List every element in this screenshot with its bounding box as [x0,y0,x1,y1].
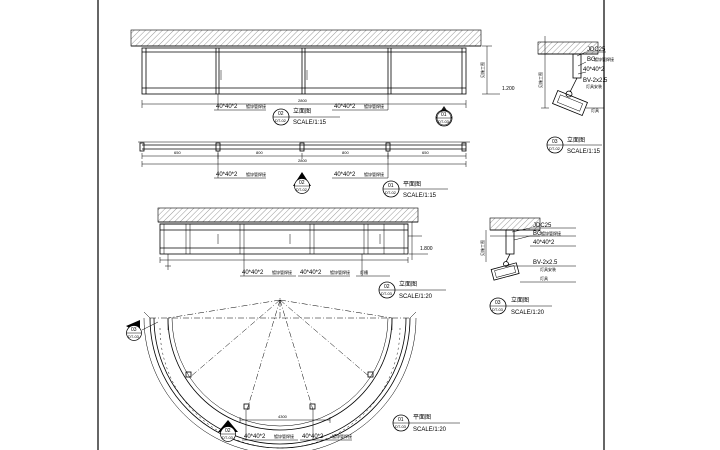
elev2-title: 立面图 [399,280,417,288]
semicircle-marker-bottom-ref: DT-03 [222,435,234,440]
plan-callout-left-suffix: 镀锌管焊接 [246,171,266,177]
semicircle-marker-bottom-num: 02 [225,428,231,434]
callout-left: 40*40*2 [216,104,238,110]
section-a-num: 01 [441,112,447,118]
section-marker-b: 02 DT-02 [293,172,311,194]
detail1-title: 立面图 [567,136,585,144]
detail2-lamp [490,262,520,281]
detail1-label-2: BG [587,57,596,63]
semicircle-plan-view: 4300 40*40*2 镀锌管焊接 40*40*2 镀锌管焊接 03 DT-0… [126,296,460,450]
elev2-callout-2-suffix: 镀锌管焊接 [330,269,350,275]
title-tag-num: 02 [278,111,284,117]
detail2-label-4: BV-2x2.5 [533,260,558,266]
elev2-callout-1: 40*40*2 [242,270,264,276]
title-tag-ref: DT-02 [275,118,287,123]
side-small-note: 见施工图 [479,62,485,78]
elev2-side-label: 灯槽 [360,269,368,275]
height-label: 1.200 [502,86,515,92]
semicircle-callout-1-suffix: 镀锌管焊接 [274,433,294,439]
view-title: 立面图 [293,107,311,115]
callout-left-suffix: 镀锌管焊接 [246,103,266,109]
detail1-tag-num: 03 [552,139,558,145]
detail1-label-3: 40*40*2 [583,67,605,73]
plan-dim-total: 2800 [298,158,308,163]
detail1-scale: SCALE/1:15 [567,149,601,155]
detail2-small-4: 灯具 [540,275,548,281]
detail1-lamp [552,89,588,117]
elev2-tag-ref: DT-03 [381,291,393,296]
plan1-title: 平面图 [403,181,421,188]
dimension-total: 2800 [298,98,308,103]
light-box-frame [141,47,467,95]
elev2-callout-1-suffix: 镀锌管焊接 [272,269,292,275]
ceiling-slab [130,29,482,47]
section-b-ref: DT-02 [296,187,308,192]
elev2-scale: SCALE/1:20 [399,294,433,300]
detail2-scale: SCALE/1:20 [511,310,545,316]
semicircle-callout-1: 40*40*2 [244,434,266,440]
plan-dim-2: 800 [256,150,263,155]
section-b-num: 02 [299,180,305,186]
detail2-label-2: BG [533,231,542,237]
detail2-small-3: 灯具安装 [540,266,556,272]
detail1-small-3: 灯具安装 [586,83,602,89]
detail1-label-1: JDC25 [587,47,606,53]
detail2-label-1: JDC25 [533,223,552,229]
semicircle-title: 平面图 [413,414,431,421]
arc-outer [149,317,411,449]
semicircle-marker-left-num: 03 [131,327,137,333]
callout-right-suffix: 镀锌管焊接 [364,103,384,109]
semicircle-marker-left-ref: DT-03 [128,334,140,339]
top-elevation-view: 2800 40*40*2 镀锌管焊接 40*40*2 镀锌管焊接 见施工图 1.… [130,29,515,126]
section-marker-a: 01 DT-03 [435,106,453,127]
plan-callout-right-suffix: 镀锌管焊接 [364,171,384,177]
semicircle-scale: SCALE/1:20 [413,427,447,433]
detail2-tag-num: 03 [495,300,501,306]
semicircle-callout-2-suffix: 镀锌管焊接 [332,433,352,439]
plan1-tag-num: 01 [388,183,394,189]
detail1-vertical-note: 见施工图 [537,72,543,88]
section-a-ref: DT-03 [438,119,450,124]
elev2-callout-2: 40*40*2 [300,270,322,276]
plan-dim-4: 650 [422,150,429,155]
plan1-tag-ref: DT-02 [385,190,397,195]
elev2-height: 1.800 [420,246,433,252]
semicircle-dim: 4300 [278,414,288,419]
callout-right: 40*40*2 [334,104,356,110]
plan-dim-1: 650 [174,150,181,155]
elevation2-frame [159,223,409,255]
plan-dim-3: 800 [342,150,349,155]
detail2-label-3: 40*40*2 [533,240,555,246]
detail1-small-4: 灯具 [591,107,599,113]
view-scale: SCALE/1:15 [293,120,327,126]
semicircle-tag-ref: DT-03 [395,424,407,429]
plan1-scale: SCALE/1:15 [403,193,437,199]
semicircle-tag-num: 01 [398,417,404,423]
plan-view-1: 650 800 800 650 2800 40*40*2 镀锌管焊接 40*40… [138,141,470,199]
detail-view-1: 见施工图 JDC25 BG 镀锌管焊接 40*40*2 BV-2x2.5 灯具安… [537,36,614,155]
detail1-tag-ref: DT-02 [549,146,561,151]
detail-view-2: 见施工图 JDC25 BG 镀锌管焊接 40*40*2 BV-2x2.5 灯具安… [479,217,576,316]
detail2-vertical-note: 见施工图 [479,240,485,256]
detail1-label-4: BV-2x2.5 [583,78,608,84]
plan-callout-left: 40*40*2 [216,172,238,178]
detail2-tag-ref: DT-03 [492,307,504,312]
detail2-title: 立面图 [511,296,529,304]
detail2-small-2: 镀锌管焊接 [541,230,561,236]
plan-callout-right: 40*40*2 [334,172,356,178]
elevation-view-2: 40*40*2 镀锌管焊接 40*40*2 镀锌管焊接 灯槽 1.800 02 … [157,207,446,300]
detail1-small-2: 镀锌管焊接 [594,56,614,62]
elev2-tag-num: 02 [384,284,390,290]
arc-inner [167,317,393,431]
semicircle-callout-2: 40*40*2 [302,434,324,440]
